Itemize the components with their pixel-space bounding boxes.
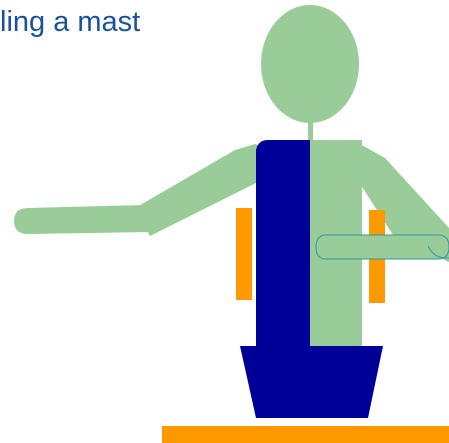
mast-pole-left: [236, 208, 252, 300]
torso-blue: [256, 140, 310, 347]
neck: [308, 120, 313, 140]
pot: [240, 346, 383, 418]
right-forearm: [316, 235, 449, 259]
left-hand: [14, 205, 152, 234]
ground-bar: [162, 426, 449, 443]
head: [261, 5, 359, 123]
